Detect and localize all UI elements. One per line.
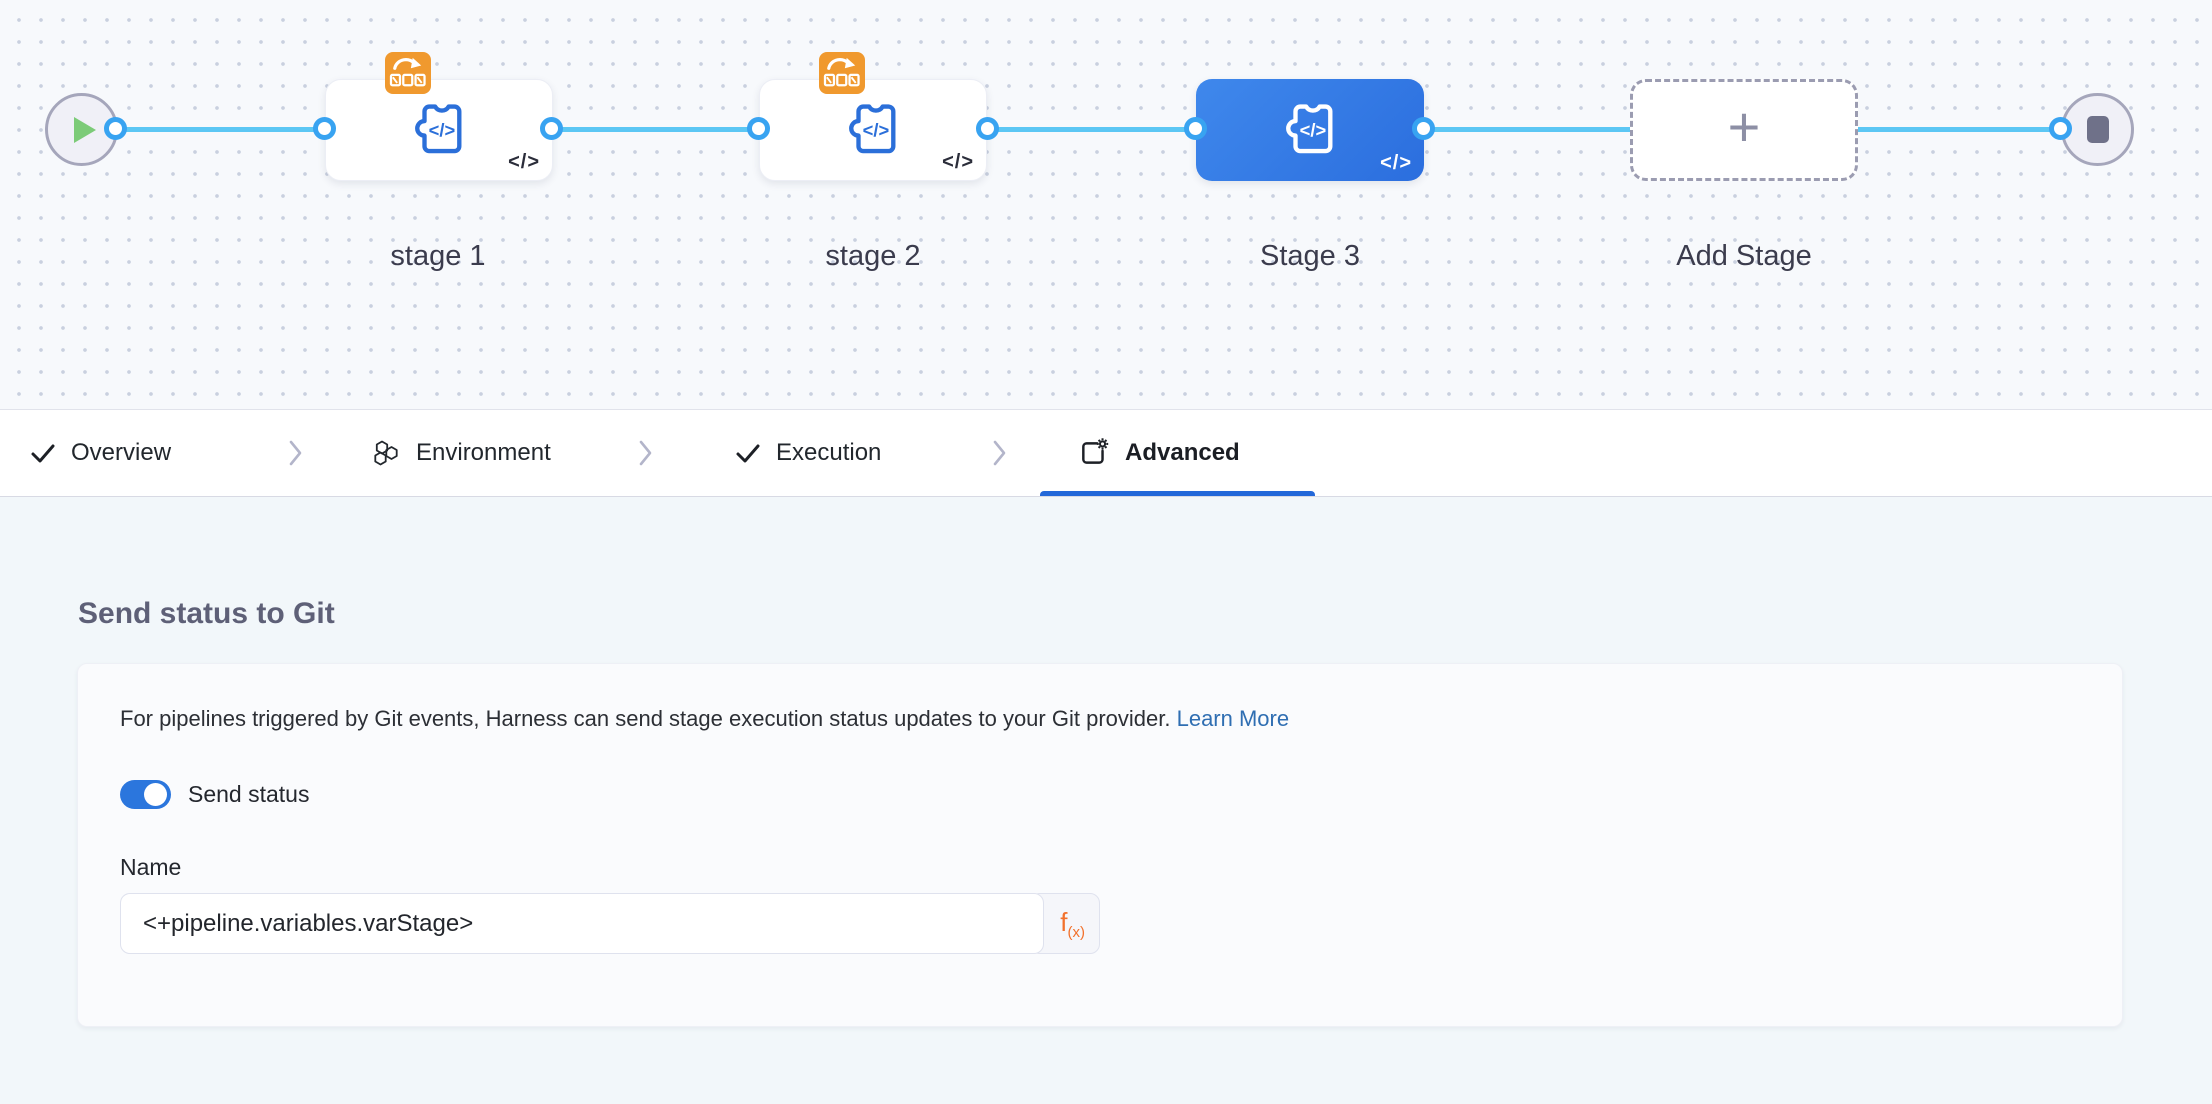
chevron-right-icon: [639, 440, 652, 466]
stage-label: stage 2: [825, 240, 921, 272]
stage-label: stage 1: [390, 240, 486, 272]
section-heading: Send status to Git: [78, 597, 335, 630]
check-icon: [31, 444, 55, 463]
plus-icon: +: [1727, 95, 1761, 158]
send-status-description: For pipelines triggered by Git events, H…: [120, 706, 1290, 731]
rolling-deploy-badge-icon: [819, 52, 865, 94]
yaml-code-glyph: </>: [942, 151, 974, 173]
port-stage2-out: [976, 117, 999, 140]
send-status-toggle-row: Send status: [120, 780, 2080, 809]
yaml-code-glyph: </>: [1380, 152, 1412, 174]
pipeline-connector-line: [82, 127, 2098, 132]
port-stage1-out: [540, 117, 563, 140]
stop-icon: [2086, 116, 2109, 143]
svg-text:</>: </>: [863, 120, 890, 141]
send-status-toggle[interactable]: [120, 780, 171, 809]
chevron-right-icon: [289, 440, 302, 466]
name-input-row: f(x): [120, 893, 1100, 954]
learn-more-link[interactable]: Learn More: [1176, 706, 1290, 731]
toggle-knob: [144, 783, 167, 806]
custom-stage-icon: </>: [849, 104, 896, 154]
port-stage3-in: [1184, 117, 1207, 140]
port-stage3-out: [1412, 117, 1435, 140]
tab-environment[interactable]: Environment: [371, 410, 551, 496]
custom-stage-icon: </>: [415, 104, 462, 154]
stage-config-tabbar: Overview Environment Execution: [0, 409, 2212, 497]
pipeline-end-node[interactable]: [2061, 93, 2134, 166]
port-stage1-in: [313, 117, 336, 140]
name-field-label: Name: [120, 854, 182, 880]
environment-icon: [374, 440, 398, 466]
svg-text:</>: </>: [1300, 120, 1327, 141]
advanced-settings-icon: [1082, 438, 1109, 464]
pipeline-canvas: </> </> </> </>: [0, 0, 2212, 409]
add-stage-label: Add Stage: [1676, 240, 1812, 272]
advanced-tab-content: Send status to Git For pipelines trigger…: [0, 498, 2212, 1104]
tab-advanced[interactable]: Advanced: [1078, 410, 1240, 496]
tab-execution[interactable]: Execution: [735, 410, 881, 496]
play-icon: [74, 116, 96, 143]
check-icon: [736, 444, 760, 463]
rolling-deploy-badge-icon: [385, 52, 431, 94]
port-stage2-in: [747, 117, 770, 140]
name-input[interactable]: [120, 893, 1044, 954]
add-stage-button[interactable]: +: [1630, 79, 1858, 181]
port-end-in: [2049, 117, 2072, 140]
send-status-card: For pipelines triggered by Git events, H…: [77, 663, 2123, 1027]
stage-node-2[interactable]: </> </>: [759, 79, 987, 181]
toggle-label: Send status: [188, 781, 310, 807]
stage-node-3-selected[interactable]: </> </>: [1196, 79, 1424, 181]
tab-overview[interactable]: Overview: [30, 410, 171, 496]
stage-node-1[interactable]: </> </>: [325, 79, 553, 181]
active-tab-underline: [1040, 491, 1315, 496]
svg-text:</>: </>: [429, 120, 456, 141]
chevron-right-icon: [993, 440, 1006, 466]
fx-icon: f: [1060, 906, 1068, 937]
custom-stage-icon: </>: [1286, 104, 1333, 154]
yaml-code-glyph: </>: [508, 151, 540, 173]
stage-label: Stage 3: [1260, 240, 1360, 272]
port-start-out: [104, 117, 127, 140]
pipeline-start-node[interactable]: [45, 93, 118, 166]
